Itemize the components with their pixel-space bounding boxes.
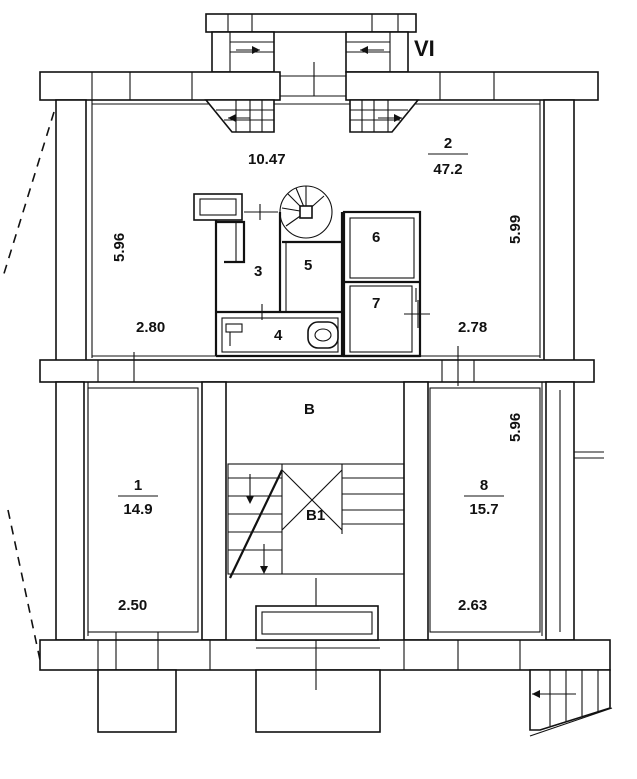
exterior-stair <box>529 669 613 737</box>
room-2-area: 47.2 <box>433 161 462 178</box>
room-4-label: 4 <box>274 327 283 344</box>
room-8-width: 2.63 <box>458 597 487 614</box>
room-3-label: 3 <box>254 263 262 280</box>
exterior-dashed-line-upper <box>1 111 55 281</box>
corridor-label: B <box>304 401 315 418</box>
room-1-width: 2.50 <box>118 597 147 614</box>
lower-walls <box>39 381 611 733</box>
upper-core <box>193 185 430 358</box>
stair-label: B1 <box>306 507 325 524</box>
upper-outer-walls <box>39 62 599 386</box>
room-1-area: 14.9 <box>123 501 152 518</box>
exterior-dashed-line-lower <box>7 509 41 661</box>
room-1-number: 1 <box>134 477 142 494</box>
room-8-area: 15.7 <box>469 501 498 518</box>
hall-area-label: 10.47 <box>248 151 286 168</box>
left-height-dim: 5.96 <box>111 233 128 262</box>
room-2-number: 2 <box>444 135 452 152</box>
top-entrance <box>205 13 417 73</box>
right-height-dim: 5.99 <box>507 215 524 244</box>
room-8-number: 8 <box>480 477 488 494</box>
room-6-label: 6 <box>372 229 380 246</box>
right-width-dim: 2.78 <box>458 319 487 336</box>
section-mark: VI <box>414 36 435 61</box>
room-7-label: 7 <box>372 295 380 312</box>
upper-stair-landings <box>204 99 420 133</box>
lower-right-height-dim: 5.96 <box>507 413 524 442</box>
lower-stair <box>227 463 405 641</box>
room-5-label: 5 <box>304 257 312 274</box>
left-width-dim: 2.80 <box>136 319 165 336</box>
